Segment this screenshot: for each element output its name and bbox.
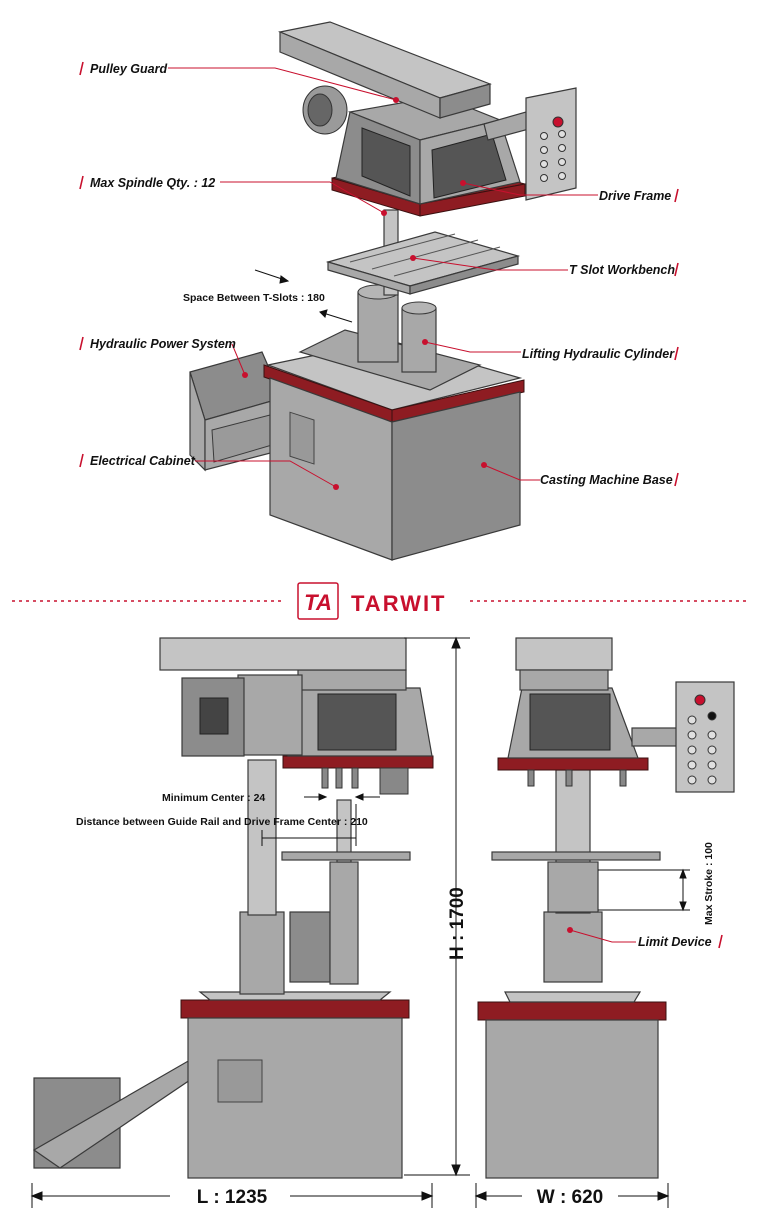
callout-t-slot-workbench: T Slot Workbench [569,262,679,277]
hydraulic-power-unit [189,351,283,472]
callout-drive-frame: Drive Frame [599,188,679,203]
lifting-cylinder-iso [357,209,437,373]
side-view: Minimum Center : 24 Distance between Gui… [30,636,470,1208]
callout-lifting-cylinder: Lifting Hydraulic Cylinder [522,346,679,361]
label-max-stroke: Max Stroke : 100 [703,842,715,925]
label-guide-rail-distance: Distance between Guide Rail and Drive Fr… [76,816,368,828]
label-minimum-center: Minimum Center : 24 [162,792,265,804]
t-slot-workbench-iso [325,231,521,295]
callout-electrical-cabinet: Electrical Cabinet [79,453,196,468]
callout-pulley-guard: Pulley Guard [79,61,167,76]
tarwit-logo: TA TARWIT [297,582,447,620]
drive-head-iso [277,21,577,217]
callout-casting-base: Casting Machine Base [540,472,679,487]
isometric-view: Pulley Guard Max Spindle Qty. : 12 Drive… [79,21,679,561]
label-electrical-cabinet: Electrical Cabinet [90,454,196,468]
label-hydraulic-power: Hydraulic Power System [90,337,236,351]
front-view: Max Stroke : 100 Limit Device W : 620 [474,637,735,1208]
label-t-slot-workbench: T Slot Workbench [569,263,675,277]
label-casting-base: Casting Machine Base [540,473,673,487]
casting-machine-base-iso [263,329,525,561]
label-width: W : 620 [537,1187,604,1208]
label-height: H : 1700 [447,887,468,960]
label-t-slot-spacing: Space Between T-Slots : 180 [183,292,325,304]
callout-max-spindle: Max Spindle Qty. : 12 [79,175,215,190]
label-max-spindle: Max Spindle Qty. : 12 [90,176,215,190]
label-limit-device: Limit Device [638,935,712,949]
label-pulley-guard: Pulley Guard [90,62,167,76]
label-drive-frame: Drive Frame [599,189,671,203]
label-length: L : 1235 [197,1187,268,1208]
label-lifting-cylinder: Lifting Hydraulic Cylinder [522,347,675,361]
callout-hydraulic-power: Hydraulic Power System [79,336,236,351]
brand-divider: TA TARWIT [12,582,748,620]
brand-name: TARWIT [351,591,447,616]
callout-limit-device: Limit Device [638,934,723,949]
logo-mark: TA [304,590,332,615]
